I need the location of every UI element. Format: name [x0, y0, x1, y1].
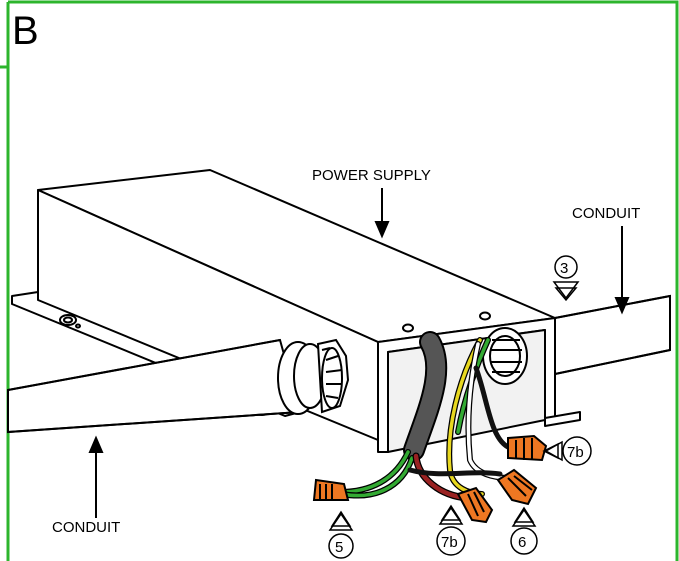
panel-letter: B — [12, 9, 39, 53]
conduit-right-arrow — [614, 226, 630, 315]
conduit-left-label: CONDUIT — [52, 519, 120, 536]
conduit-right-label: CONDUIT — [572, 205, 640, 222]
callout-6-number: 6 — [518, 534, 526, 551]
power-supply-arrow — [374, 188, 390, 239]
wire-nut-5 — [312, 478, 350, 501]
callout-5-number: 5 — [335, 539, 343, 556]
callout-3-number: 3 — [560, 260, 568, 277]
callout-5 — [328, 510, 354, 559]
left-conduit — [7, 338, 327, 434]
callout-7b-lower — [436, 504, 466, 556]
callout-7b-upper-number: 7b — [567, 444, 584, 461]
callout-7b-lower-number: 7b — [441, 534, 458, 551]
wire-nut-7b-upper — [507, 434, 548, 462]
right-conduit-fitting — [482, 327, 528, 385]
callout-7b-upper — [542, 436, 592, 466]
right-conduit — [554, 294, 671, 376]
conduit-left-arrow — [88, 435, 104, 518]
left-conduit-fitting — [316, 338, 350, 414]
wire-nut-7b-lower — [456, 486, 494, 524]
callout-3 — [552, 255, 580, 302]
power-supply-label: POWER SUPPLY — [312, 167, 431, 184]
black-wire — [473, 365, 513, 451]
wire-bundle — [337, 331, 513, 502]
callout-6 — [510, 506, 538, 555]
wire-nut-6 — [496, 468, 538, 506]
